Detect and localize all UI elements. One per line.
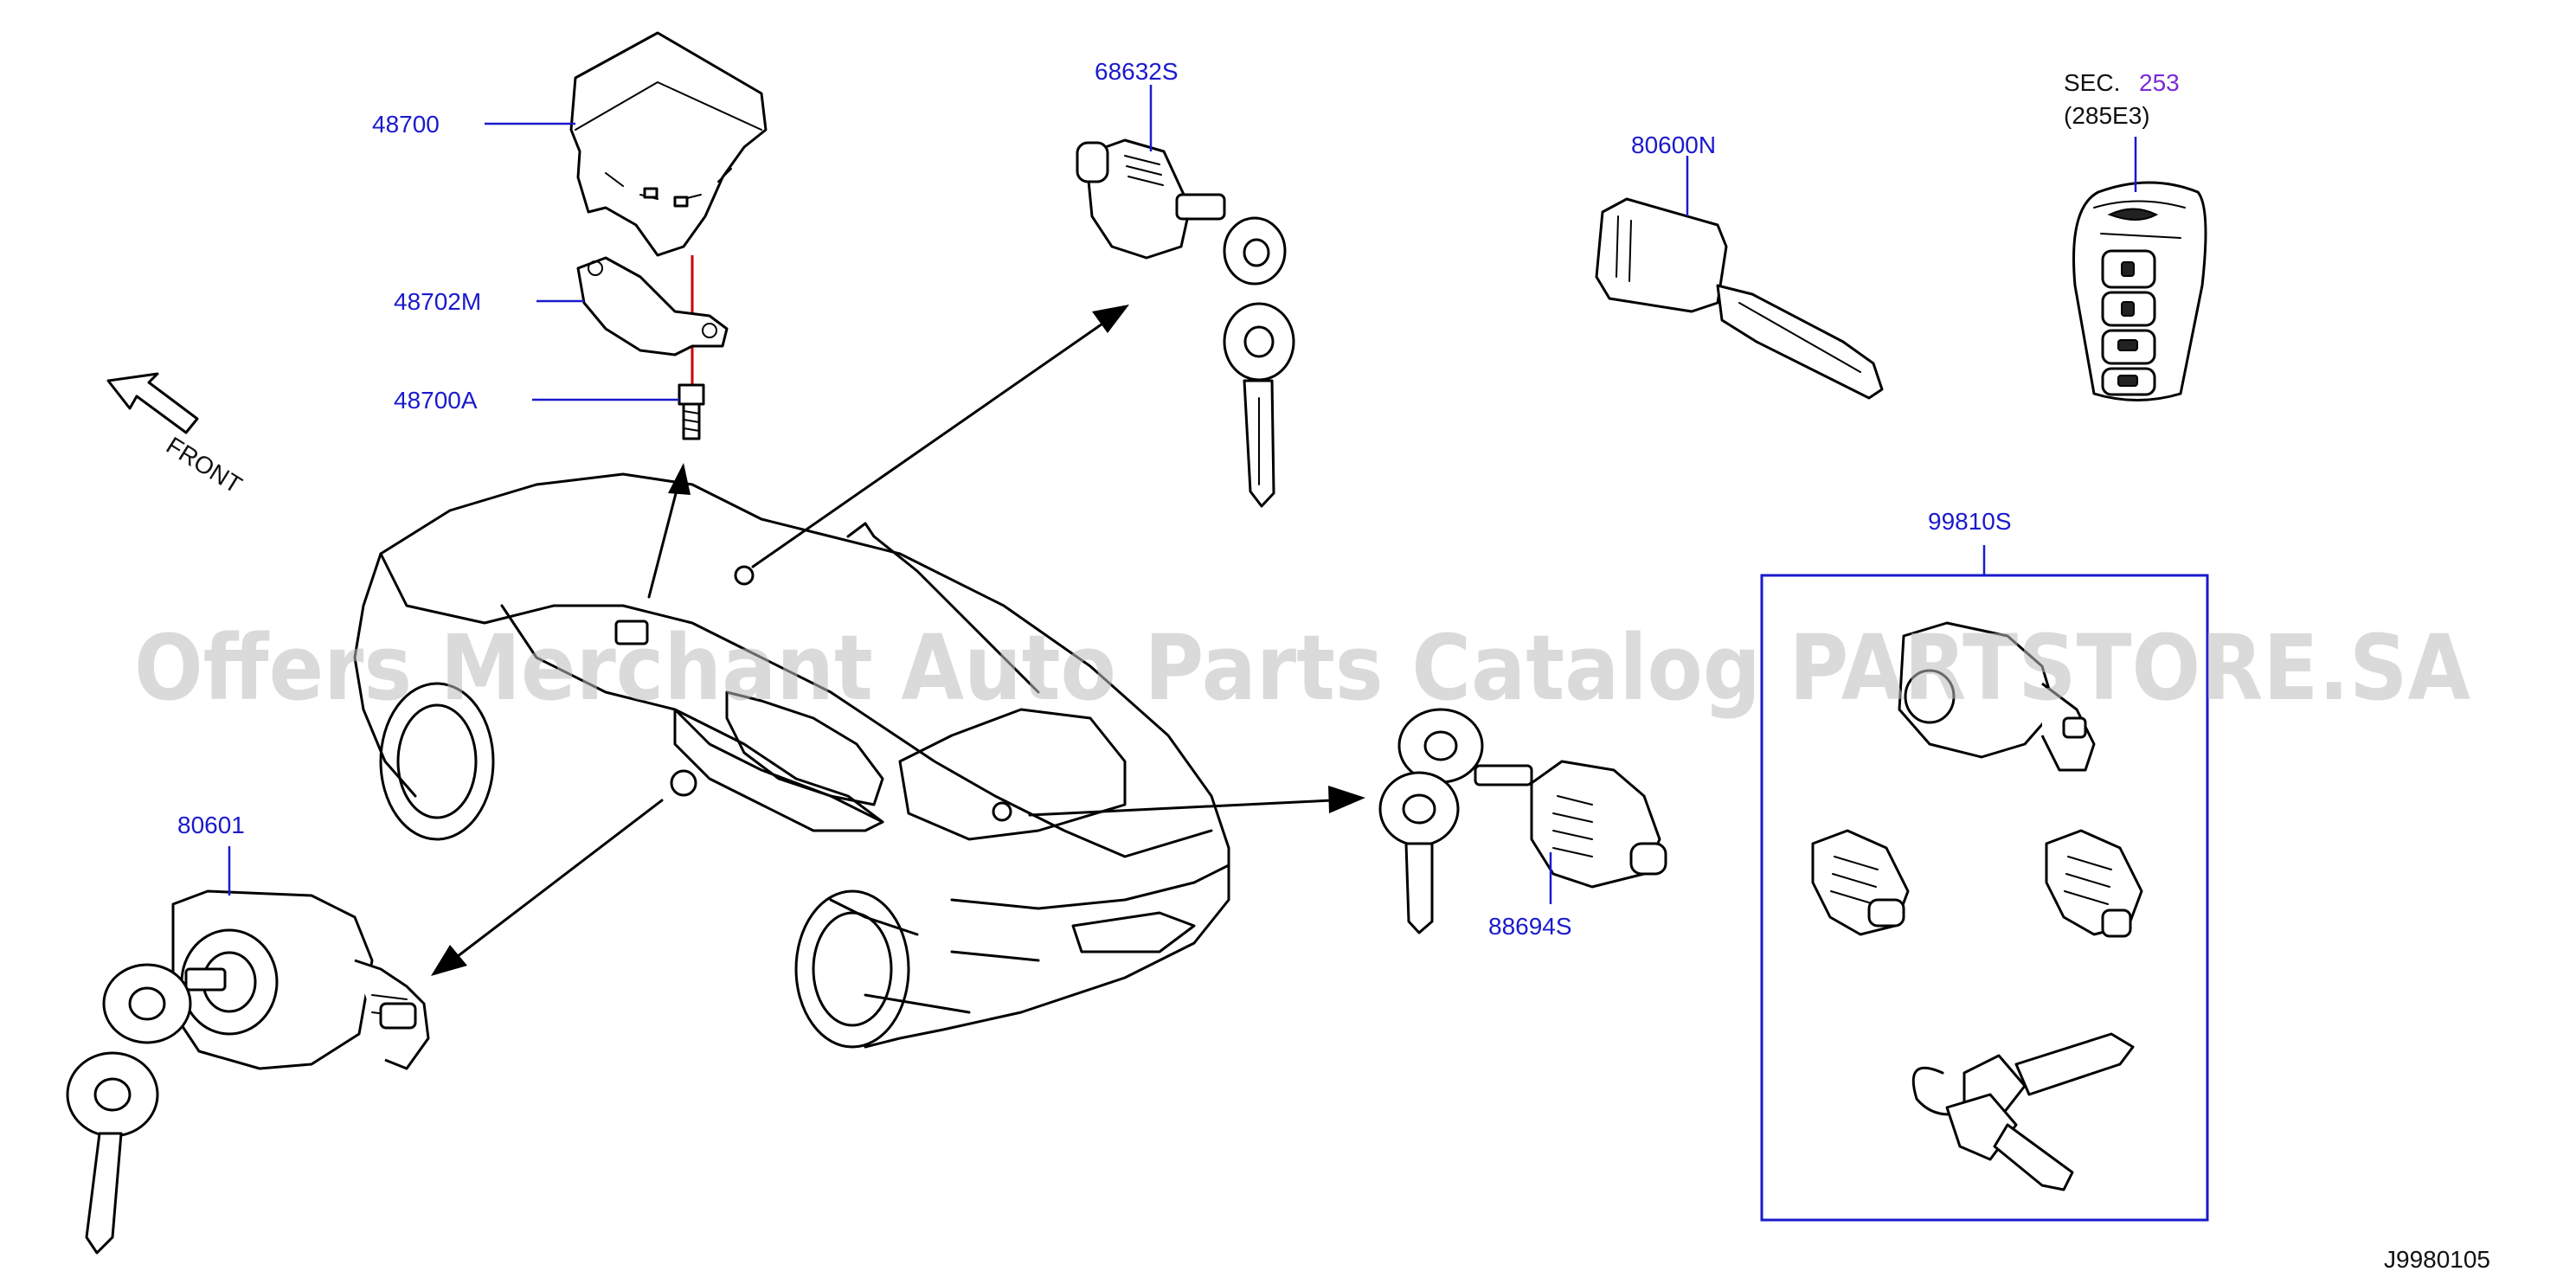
front-direction-arrow: FRONT xyxy=(106,372,247,498)
watermark: Offers Merchant Auto Parts Catalog PARTS… xyxy=(134,615,2470,721)
door-lock-cylinder-68632S[interactable] xyxy=(1076,138,1295,508)
trunk-lock-88694S[interactable] xyxy=(1378,708,1667,934)
part-label-68632S[interactable]: 68632S xyxy=(1095,58,1179,85)
part-label-88694S[interactable]: 88694S xyxy=(1488,913,1572,940)
smart-key-fob[interactable] xyxy=(2072,181,2207,401)
diagram-code: J9980105 xyxy=(2384,1246,2490,1273)
bracket-48702M[interactable] xyxy=(576,256,729,356)
ignition-lock-80601[interactable] xyxy=(66,889,430,1255)
bolt-48700A[interactable] xyxy=(678,383,705,440)
section-subcode: (285E3) xyxy=(2064,102,2150,129)
pointer-arrows xyxy=(431,305,1365,976)
part-label-48702M[interactable]: 48702M xyxy=(394,288,481,315)
section-prefix: SEC. xyxy=(2064,69,2120,96)
front-label: FRONT xyxy=(162,432,247,498)
part-label-80600N[interactable]: 80600N xyxy=(1631,132,1716,158)
section-number-link[interactable]: 253 xyxy=(2139,69,2180,96)
mechanical-key-80600N[interactable] xyxy=(1595,197,1884,400)
key-kit-99810S[interactable] xyxy=(1760,574,2209,1222)
part-label-48700A[interactable]: 48700A xyxy=(394,387,478,414)
part-label-48700[interactable]: 48700 xyxy=(372,111,440,138)
part-label-80601[interactable]: 80601 xyxy=(177,812,245,838)
part-label-99810S[interactable]: 99810S xyxy=(1928,508,2012,535)
vehicle-body xyxy=(353,472,1230,1049)
ignition-switch-48700[interactable] xyxy=(569,31,768,257)
